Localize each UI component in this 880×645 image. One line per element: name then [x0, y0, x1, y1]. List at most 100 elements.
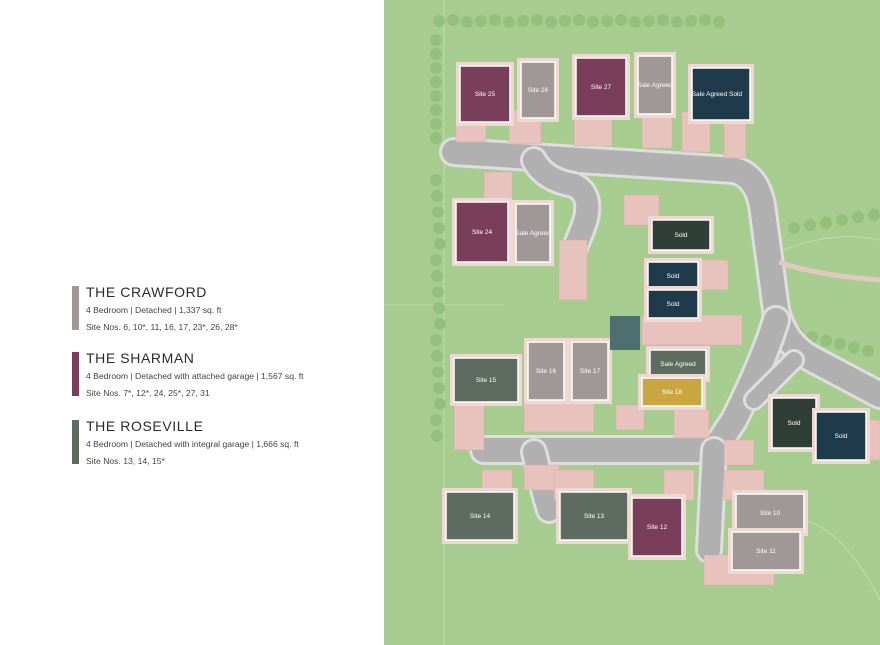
- tree: [517, 15, 529, 27]
- plot-label-secondary: Sold: [729, 91, 742, 98]
- plot-site-27[interactable]: Site 27: [572, 54, 630, 120]
- plot-sold-a[interactable]: Sold: [648, 216, 714, 254]
- legend-sites: Site Nos. 6, 10*, 11, 16, 17, 23*, 26, 2…: [86, 322, 238, 332]
- plot-label: Sold: [666, 273, 679, 280]
- tree: [848, 341, 860, 354]
- tree: [545, 16, 557, 28]
- plot-site-14[interactable]: Site 14: [442, 488, 518, 544]
- house-footprint: [527, 341, 565, 401]
- tree: [657, 14, 669, 26]
- tree: [820, 334, 832, 347]
- legend-sites: Site Nos. 7*, 12*, 24, 25*, 27, 31: [86, 388, 210, 398]
- tree: [433, 15, 445, 27]
- plot-sold-c[interactable]: Sold: [644, 286, 702, 322]
- legend-spec: 4 Bedroom | Detached | 1,337 sq. ft: [86, 305, 222, 315]
- plot-site-11[interactable]: Site 11: [728, 528, 804, 574]
- plot-label: Site 15: [476, 377, 497, 384]
- house-footprint: [649, 349, 707, 379]
- plot-site-16[interactable]: Site 16: [524, 338, 568, 404]
- plot-label: Sale Agreed: [660, 361, 696, 368]
- tree: [434, 398, 446, 410]
- house-footprint: [571, 341, 609, 401]
- roseville-color-bar: [72, 420, 79, 464]
- tree: [601, 15, 613, 27]
- plot-site-17[interactable]: Site 17: [568, 338, 612, 404]
- roads: [439, 137, 880, 564]
- tree: [430, 76, 442, 88]
- tree: [461, 16, 473, 28]
- legend-name: THE SHARMAN: [86, 350, 195, 366]
- house-footprint: [459, 65, 511, 123]
- tree: [615, 14, 627, 26]
- legend-spec: 4 Bedroom | Detached with attached garag…: [86, 371, 304, 381]
- plot-label: Site 17: [580, 368, 601, 375]
- plot-label: Sold: [666, 301, 679, 308]
- plot-site-26[interactable]: Site 26: [517, 58, 559, 122]
- legend-name: THE ROSEVILLE: [86, 418, 204, 434]
- house-footprint: [559, 491, 629, 541]
- house-footprint: [453, 357, 519, 403]
- tree: [489, 14, 501, 26]
- tree: [430, 254, 442, 266]
- tree: [862, 345, 874, 357]
- tree: [713, 16, 725, 28]
- house-footprint: [520, 61, 556, 119]
- legend-spec: 4 Bedroom | Detached with integral garag…: [86, 439, 299, 449]
- house-footprint: [691, 67, 751, 121]
- tree: [430, 90, 442, 102]
- tree: [433, 382, 445, 394]
- plot-label: Site 14: [470, 513, 491, 520]
- tree: [685, 15, 697, 27]
- plot-site-24[interactable]: Site 24: [452, 198, 512, 266]
- tree: [820, 216, 832, 229]
- house-footprint: [455, 201, 509, 263]
- tree: [430, 414, 442, 426]
- plot-site-15[interactable]: Site 15: [450, 354, 522, 406]
- tree: [699, 14, 711, 26]
- plot-label: Sale Agreed: [692, 91, 728, 98]
- plot-site-13[interactable]: Site 13: [556, 488, 632, 544]
- tree: [503, 16, 515, 28]
- tree: [430, 132, 442, 144]
- plot-label: Sold: [674, 232, 687, 239]
- plot-label: Site 16: [536, 368, 557, 375]
- house-footprint: [651, 219, 711, 251]
- plot-sale-agreed-mid[interactable]: Sale Agreed: [512, 200, 554, 266]
- tree: [432, 206, 444, 218]
- tree: [434, 318, 446, 330]
- tree: [433, 222, 445, 234]
- plot-sold-d[interactable]: Sold: [768, 394, 820, 452]
- tree: [836, 214, 848, 226]
- tree: [531, 14, 543, 26]
- tree: [431, 350, 443, 362]
- house-footprint: [445, 491, 515, 541]
- plot-sold-e[interactable]: Sold: [812, 408, 870, 464]
- plot-label: Site 25: [475, 91, 496, 98]
- plot-site-12[interactable]: Site 12: [628, 494, 686, 560]
- house-footprint: [735, 493, 805, 533]
- house-footprint: [815, 411, 867, 461]
- plot-site-18[interactable]: Site 18: [638, 374, 706, 410]
- tree: [573, 14, 585, 26]
- plot-label: Sale Agreed: [637, 82, 673, 89]
- tree: [788, 222, 800, 234]
- plot-label: Sold: [787, 420, 800, 427]
- tree: [868, 208, 880, 221]
- tree: [629, 16, 641, 28]
- plot-label: Site 27: [591, 84, 612, 91]
- tree: [431, 430, 443, 442]
- tree: [432, 366, 444, 378]
- tree: [475, 15, 487, 27]
- plot-label: Sale Agreed: [515, 230, 551, 237]
- plot-label: Site 13: [584, 513, 605, 520]
- house-footprint: [731, 531, 801, 571]
- house-footprint: [631, 497, 683, 557]
- plot-label: Sold: [834, 433, 847, 440]
- plot-sale-agreed-top[interactable]: Sale Agreed: [634, 52, 676, 118]
- tree: [587, 16, 599, 28]
- plot-site-25[interactable]: Site 25: [456, 62, 514, 126]
